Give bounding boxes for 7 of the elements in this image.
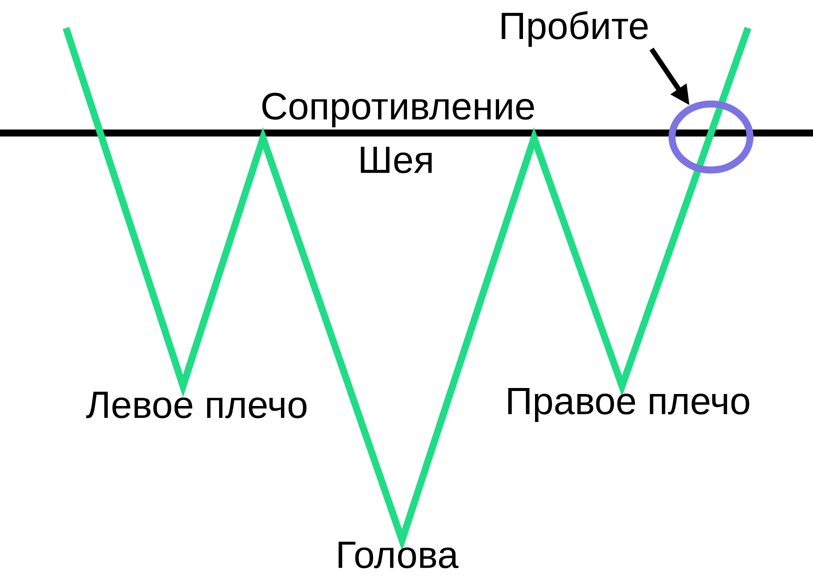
neckline-label: Шея	[360, 146, 432, 174]
resistance-label: Сопротивление	[262, 92, 534, 128]
shoulder-label: Правое плечо	[508, 388, 750, 422]
breakout-label: Пробите	[502, 11, 648, 47]
shoulder-label: Левое плечо	[86, 392, 306, 418]
head-label: Голова	[338, 542, 458, 568]
highlight-circle	[668, 100, 754, 174]
